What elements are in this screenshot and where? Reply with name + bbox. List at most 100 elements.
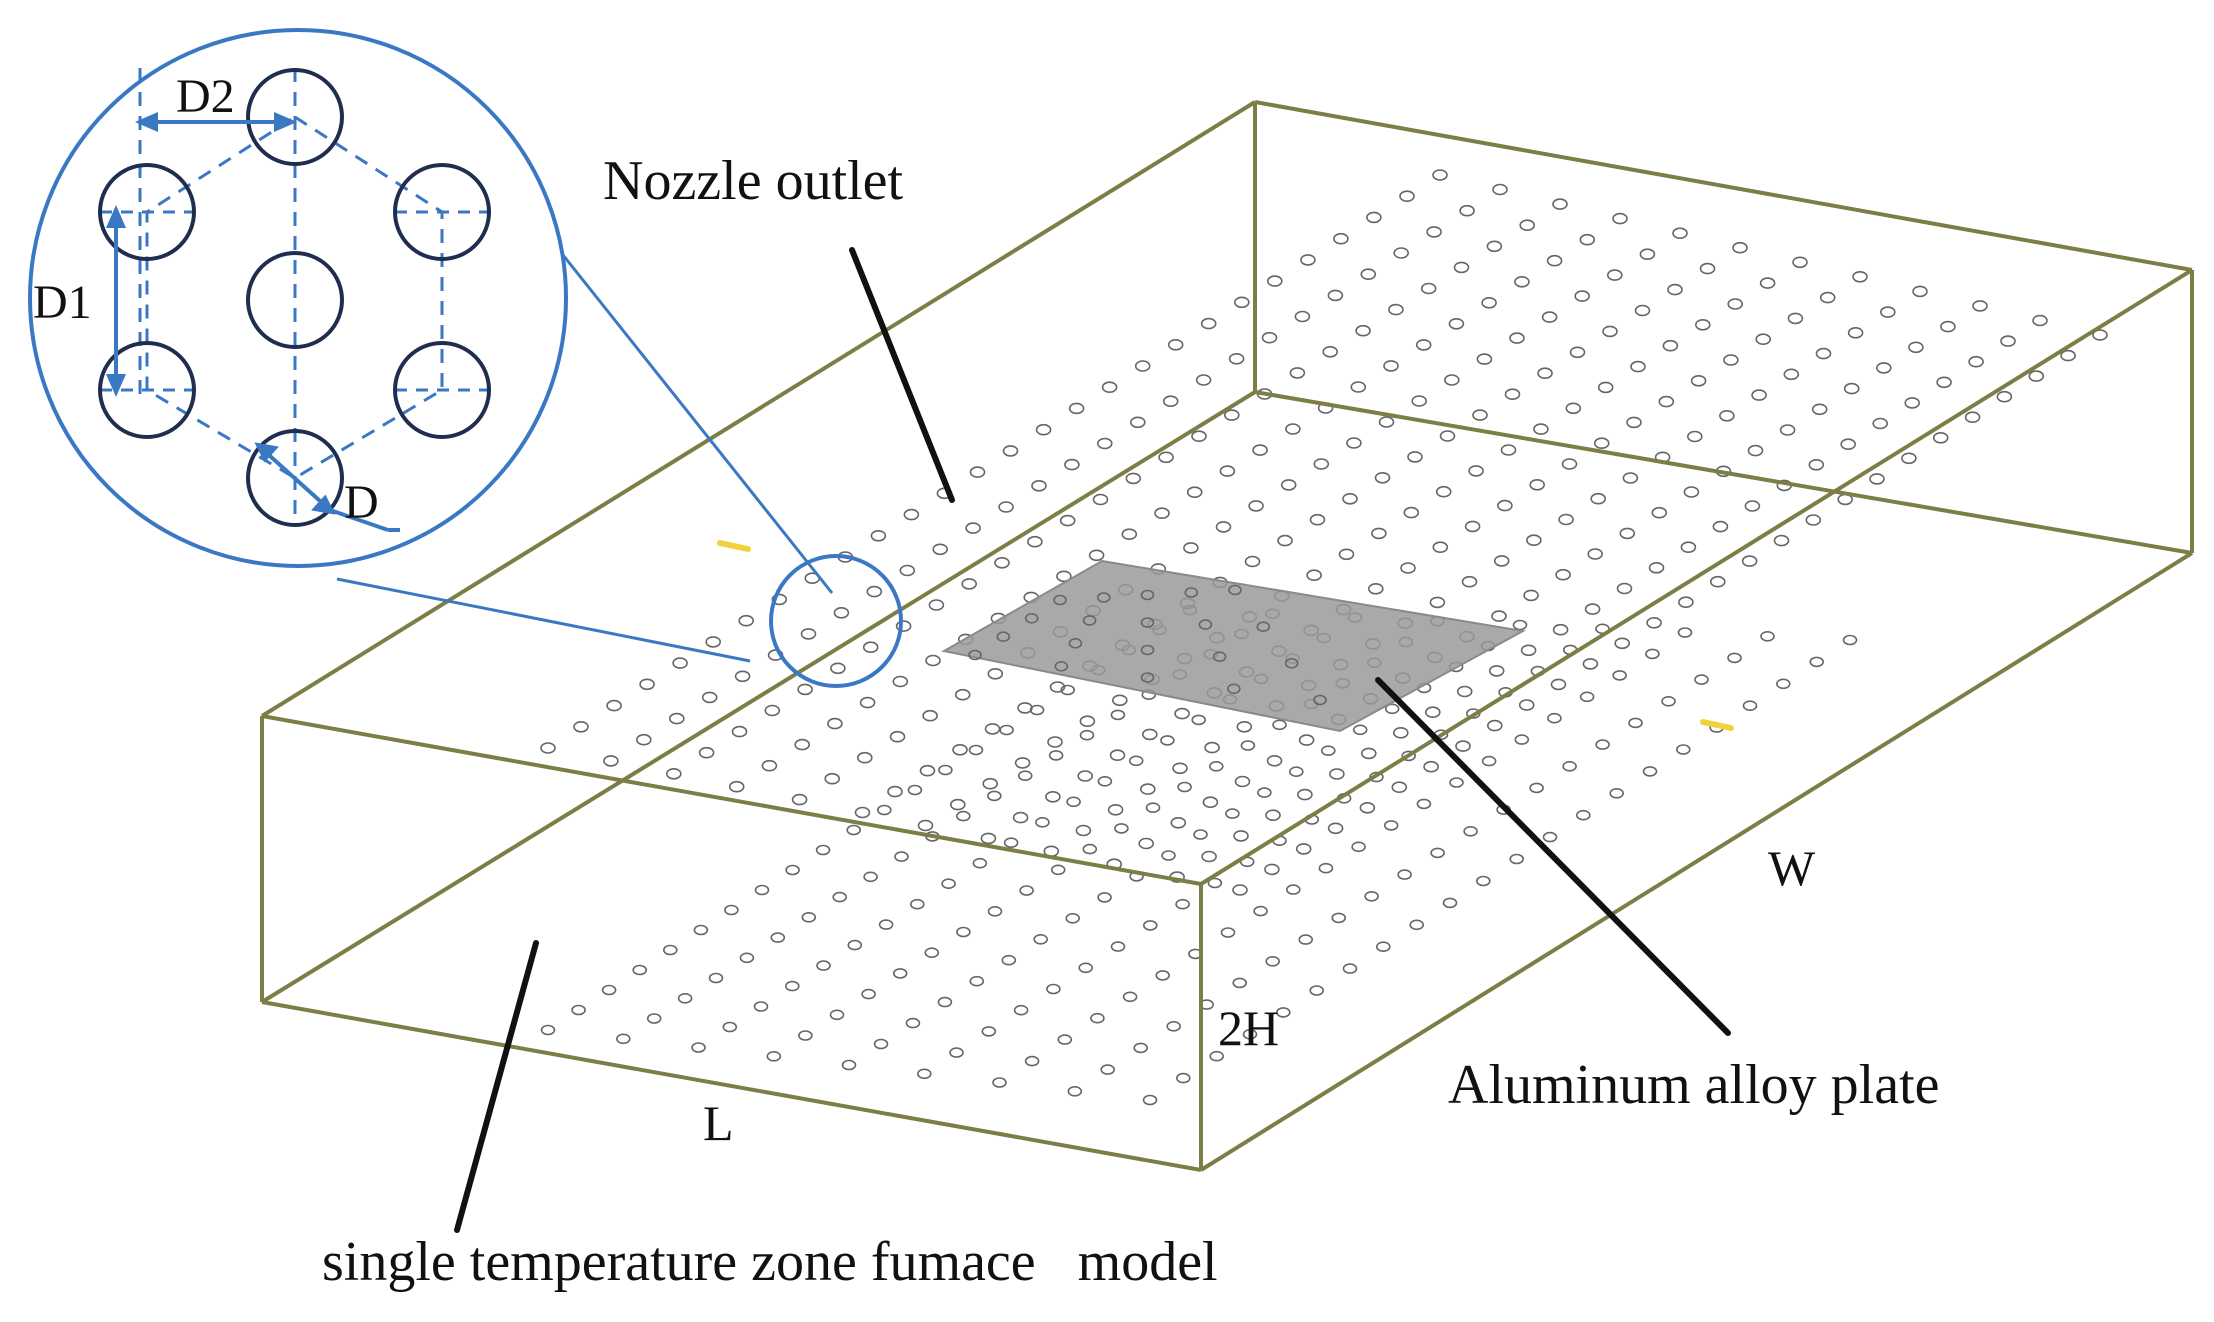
nozzle-outlet-icon — [1065, 912, 1080, 924]
nozzle-outlet-icon — [1940, 320, 1956, 333]
nozzle-outlet-icon — [1587, 548, 1603, 560]
nozzle-outlet-icon — [1154, 507, 1170, 520]
nozzle-outlet-icon — [1393, 247, 1409, 259]
nozzle-outlet-icon — [1112, 694, 1128, 707]
nozzle-outlet-icon — [1060, 684, 1075, 696]
nozzle-outlet-icon — [1393, 726, 1409, 739]
nozzle-outlet-icon — [916, 1068, 932, 1080]
nozzle-outlet-icon — [1142, 1094, 1158, 1106]
nozzle-outlet-icon — [1248, 500, 1264, 512]
nozzle-outlet-icon — [861, 988, 876, 1000]
nozzle-outlet-icon — [1233, 830, 1249, 842]
nozzle-outlet-icon — [2032, 314, 2048, 327]
nozzle-outlet-icon — [1360, 268, 1377, 281]
nozzle-outlet-icon — [1808, 458, 1825, 471]
nozzle-outlet-icon — [878, 919, 894, 930]
nozzle-outlet-icon — [1783, 368, 1800, 381]
nozzle-outlet-icon — [1500, 444, 1517, 456]
nozzle-outlet-icon — [924, 947, 940, 959]
nozzle-outlet-icon — [1172, 762, 1188, 775]
nozzle-outlet-icon — [1383, 360, 1399, 372]
furnace-model-label: single temperature zone fumace model — [322, 1231, 1218, 1293]
nozzle-outlet-icon — [1519, 219, 1535, 231]
nozzle-outlet-icon — [952, 743, 968, 756]
nozzle-outlet-icon — [1391, 781, 1408, 794]
nozzle-outlet-icon — [1294, 310, 1311, 323]
nozzle-outlet-icon — [2060, 349, 2076, 362]
nozzle-outlet-icon — [1033, 933, 1048, 945]
nozzle-outlet-icon — [909, 898, 925, 910]
nozzle-outlet-icon — [980, 832, 997, 845]
nozzle-outlet-icon — [2000, 335, 2016, 347]
nozzle-outlet-icon — [968, 649, 982, 661]
callout-detail-circle — [28, 28, 568, 568]
nozzle-outlet-icon — [1416, 798, 1432, 810]
dim-d1-label: D1 — [33, 276, 92, 329]
nozzle-outlet-icon — [798, 1030, 813, 1041]
nozzle-outlet-icon — [968, 744, 984, 756]
nozzle-outlet-icon — [540, 1024, 556, 1036]
nozzle-outlet-icon — [1595, 739, 1610, 750]
nozzle-outlet-icon — [1298, 734, 1315, 746]
nozzle-outlet-icon — [1576, 809, 1591, 821]
nozzle-outlet-icon — [815, 844, 831, 856]
box-edge-back-bottom — [1254, 390, 2193, 555]
nozzle-outlet-icon — [956, 926, 971, 938]
nozzle-outlet-icon — [1776, 678, 1791, 690]
nozzle-outlet-icon — [932, 543, 949, 556]
nozzle-outlet-icon — [895, 620, 912, 632]
nozzle-outlet-icon — [1843, 382, 1860, 395]
nozzle-outlet-icon — [1852, 270, 1868, 283]
nozzle-outlet-icon — [1486, 240, 1503, 253]
nozzle-outlet-icon — [603, 755, 619, 767]
nozzle-outlet-icon — [1676, 744, 1691, 755]
nozzle-outlet-icon — [1582, 658, 1599, 670]
nozzle-outlet-icon — [1256, 621, 1271, 633]
nozzle-outlet-icon — [1174, 707, 1190, 720]
nozzle-outlet-icon — [922, 709, 938, 722]
nozzle-outlet-icon — [1321, 745, 1336, 757]
nozzle-outlet-icon — [1732, 241, 1748, 254]
nozzle-outlet-icon — [1400, 562, 1416, 574]
nozzle-outlet-icon — [961, 578, 978, 590]
nozzle-outlet-icon — [662, 944, 678, 956]
nozzle-outlet-icon — [1017, 770, 1033, 782]
nozzle-outlet-icon — [1309, 513, 1326, 526]
nozzle-outlet-icon — [1968, 355, 1984, 368]
nozzle-outlet-icon — [1002, 445, 1019, 457]
nozzle-outlet-icon — [1912, 285, 1928, 298]
box-edge-left-bottom — [260, 390, 1257, 1004]
nozzle-outlet-icon — [1590, 492, 1606, 505]
nozzle-outlet-icon — [1388, 303, 1404, 316]
nozzle-outlet-icon — [1207, 877, 1223, 889]
nozzle-outlet-icon — [1602, 325, 1618, 338]
nozzle-outlet-icon — [981, 1026, 997, 1037]
nozzle-outlet-icon — [1741, 555, 1758, 567]
nozzle-outlet-icon — [1079, 729, 1095, 741]
nozzle-outlet-icon — [1411, 395, 1427, 407]
nozzle-outlet-icon — [724, 904, 739, 916]
nozzle-outlet-icon — [1253, 905, 1268, 917]
nozzle-outlet-icon — [1364, 890, 1379, 902]
nozzle-outlet-icon — [1565, 402, 1582, 415]
nozzle-outlet-icon — [1747, 444, 1764, 457]
nozzle-outlet-icon — [705, 636, 722, 648]
dim-d2-label: D2 — [176, 70, 235, 123]
box-edge-right-top — [1199, 268, 2194, 886]
nozzle-outlet-icon — [1350, 381, 1367, 393]
nozzle-outlet-icon — [701, 691, 718, 704]
nozzle-outlet-icon — [1687, 430, 1703, 443]
nozzle-outlet-icon — [1514, 275, 1530, 288]
nozzle-outlet-icon — [876, 804, 892, 816]
nozzle-outlet-icon — [1059, 514, 1076, 527]
nozzle-outlet-icon — [761, 759, 778, 772]
leader-lines — [454, 247, 1731, 1233]
nozzle-outlet-icon — [832, 891, 848, 903]
nozzle-outlet-icon — [672, 657, 688, 669]
nozzle-outlet-icon — [1201, 850, 1217, 863]
nozzle-outlet-icon — [1045, 790, 1061, 803]
nozzle-outlet-icon — [1461, 575, 1478, 588]
nozzle-outlet-icon — [1338, 548, 1355, 561]
nozzle-outlet-icon — [1090, 1012, 1105, 1024]
